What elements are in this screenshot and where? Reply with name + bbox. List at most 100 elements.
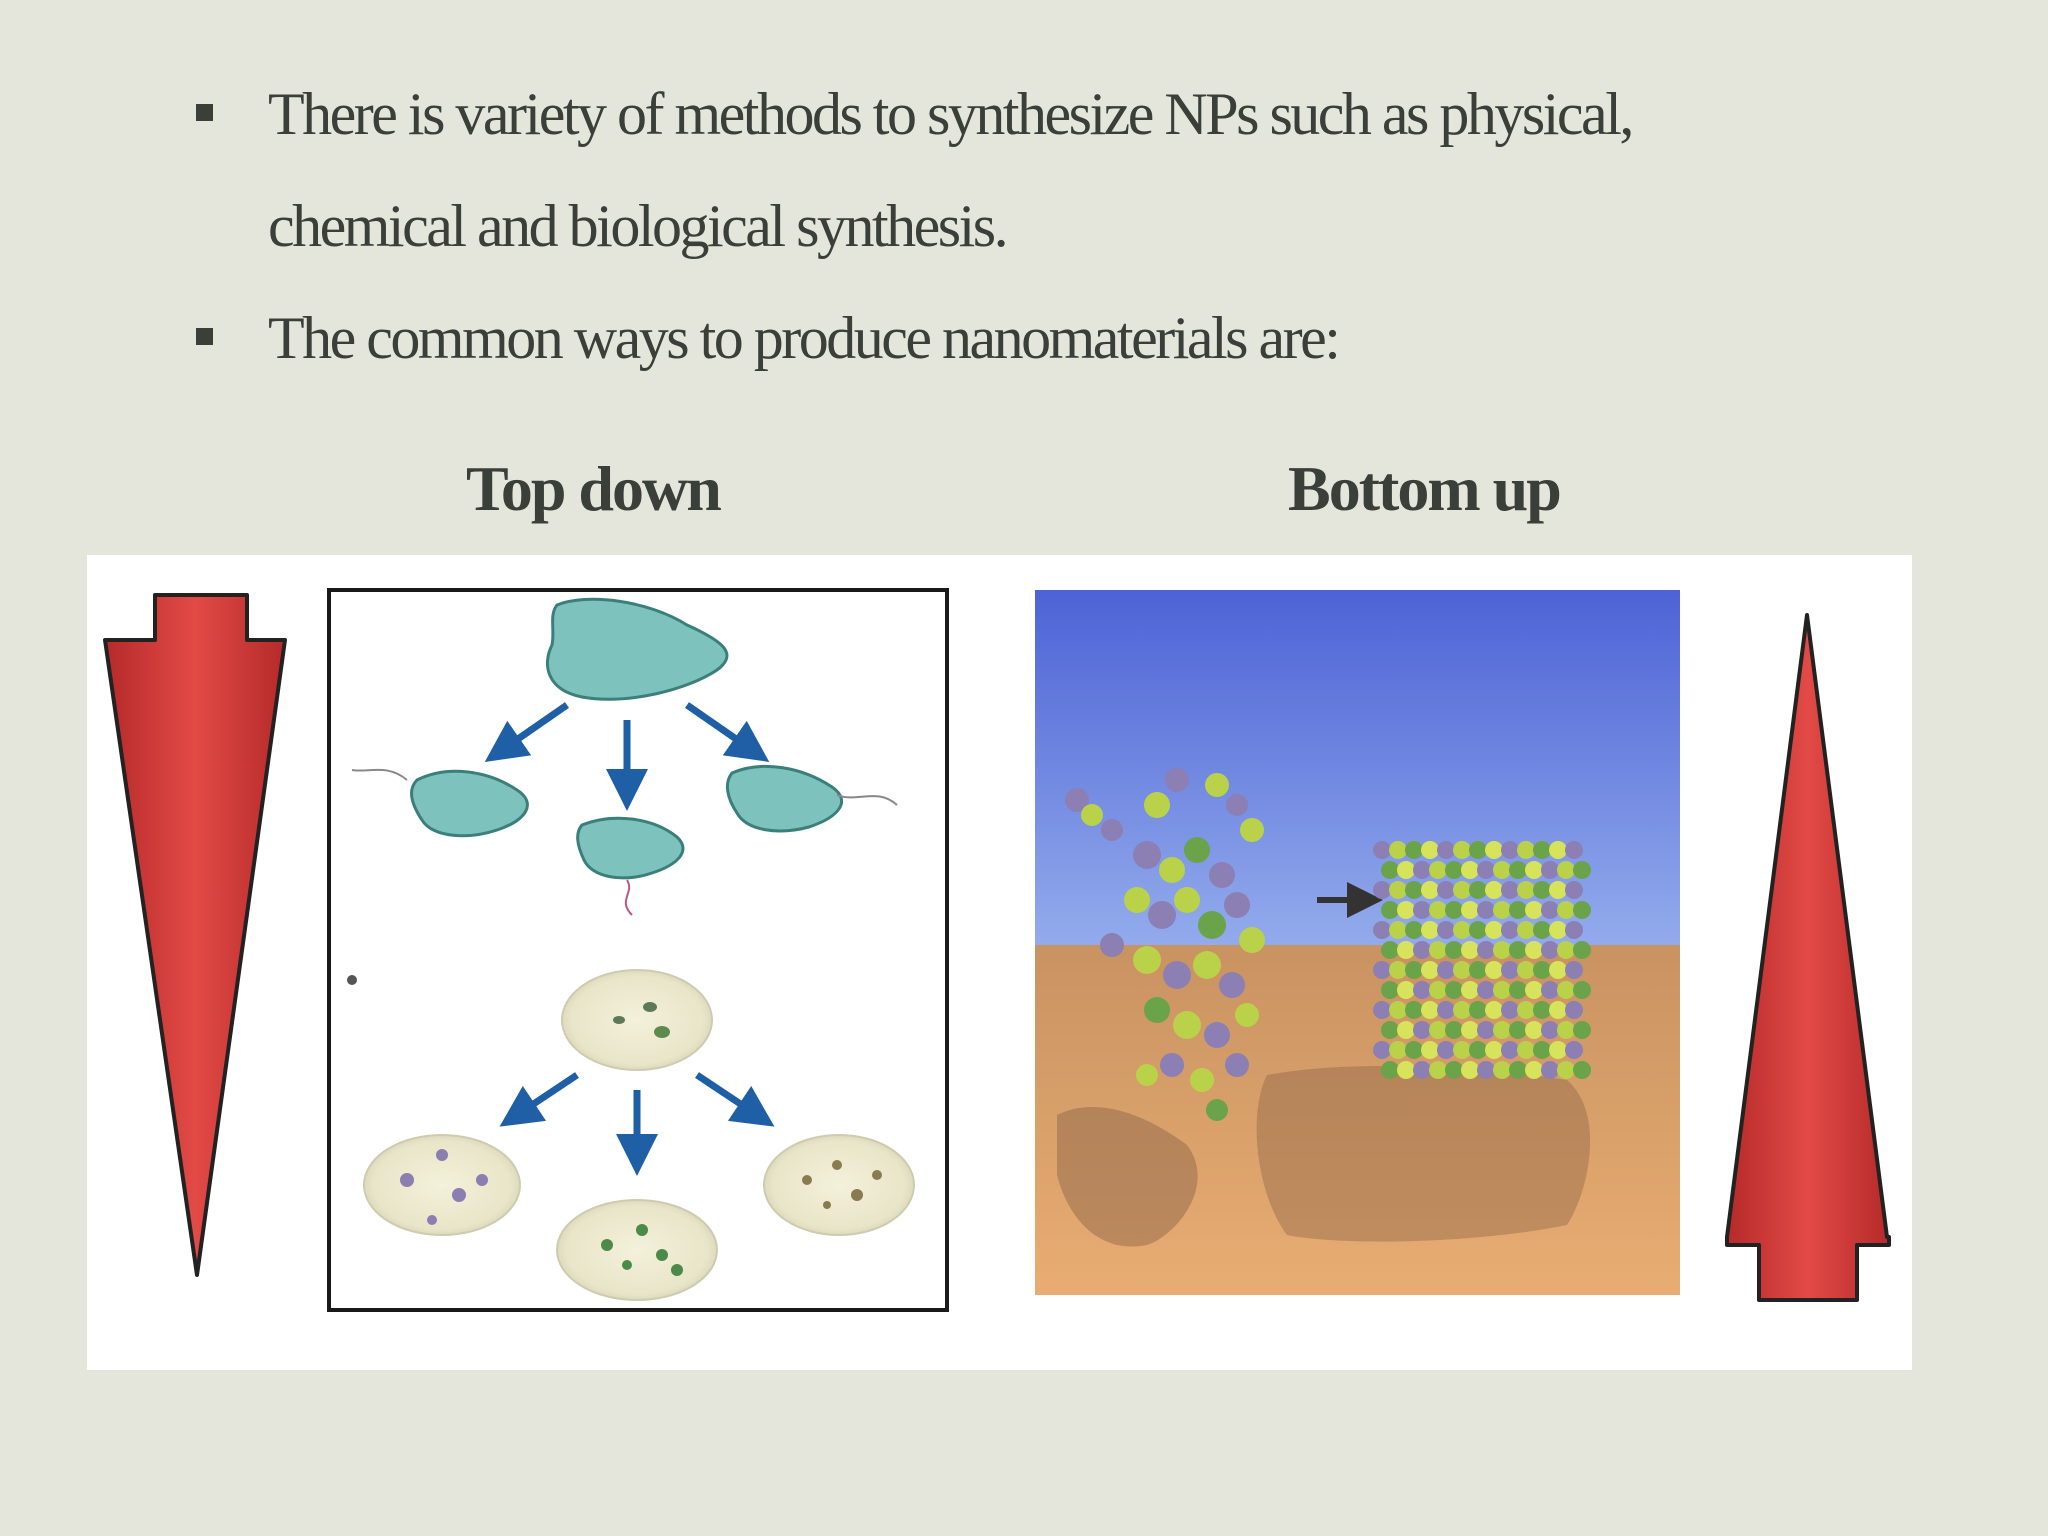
atom-particle [1485, 921, 1503, 939]
atom-particle [1549, 1001, 1567, 1019]
atom-particle [1517, 961, 1535, 979]
atom-particle [1429, 1021, 1447, 1039]
atom-particle [1573, 901, 1591, 919]
top-down-diagram [327, 588, 949, 1312]
illustration-svg [103, 588, 1891, 1312]
synthesis-illustration [87, 555, 1912, 1370]
atom-particle [1389, 1001, 1407, 1019]
atom-particle [1437, 1041, 1455, 1059]
atom-particle [1461, 1021, 1479, 1039]
atom-particle [1485, 841, 1503, 859]
bullet-item-common-ways: The common ways to produce nanomaterials… [190, 282, 1810, 394]
atom-particle [1445, 1061, 1463, 1079]
atom-particle [1565, 1041, 1583, 1059]
atom-particle [1541, 981, 1559, 999]
atom-particle [1429, 1061, 1447, 1079]
atom-particle [1445, 861, 1463, 879]
bottom-up-heading: Bottom up [1288, 453, 1562, 524]
atom-particle [1533, 1001, 1551, 1019]
atom-particle [1533, 921, 1551, 939]
atom-particle [1381, 1021, 1399, 1039]
atom-particle [1461, 901, 1479, 919]
atom-particle [1469, 921, 1487, 939]
atom-particle [1485, 1001, 1503, 1019]
atom-particle [1381, 1061, 1399, 1079]
atom-particle [1557, 1021, 1575, 1039]
atom-particle [1373, 841, 1391, 859]
atom-particle [1397, 981, 1415, 999]
atom-particle [1445, 941, 1463, 959]
atom-particle [1461, 981, 1479, 999]
atom-particle [1517, 1041, 1535, 1059]
atom-particle [1421, 1001, 1439, 1019]
atom-particle [1517, 881, 1535, 899]
atom-particle [1373, 1001, 1391, 1019]
atom-particle [1541, 861, 1559, 879]
atom-particle [1565, 921, 1583, 939]
atom-particle [1405, 961, 1423, 979]
atom-particle [1525, 981, 1543, 999]
atom-particle [1565, 961, 1583, 979]
atom-particle [1485, 1041, 1503, 1059]
square-bullet-icon [196, 328, 213, 345]
atom-particle [1493, 941, 1511, 959]
atom-particle [1397, 1061, 1415, 1079]
atom-particle [1421, 841, 1439, 859]
atom-particle [1453, 841, 1471, 859]
atom-particle [1525, 1061, 1543, 1079]
atom-particle [1573, 861, 1591, 879]
atom-particle [1397, 901, 1415, 919]
atom-particle [1389, 881, 1407, 899]
atom-particle [1461, 941, 1479, 959]
atom-particle [1493, 1021, 1511, 1039]
atom-particle [1485, 961, 1503, 979]
atom-particle [1445, 1021, 1463, 1039]
up-arrow-icon [1725, 613, 1891, 1302]
atom-particle [1517, 921, 1535, 939]
atom-particle [1509, 861, 1527, 879]
atom-particle [1557, 901, 1575, 919]
atom-particle [1469, 881, 1487, 899]
atom-particle [1453, 881, 1471, 899]
atom-particle [1405, 841, 1423, 859]
atom-particle [1525, 861, 1543, 879]
atom-particle [1501, 1001, 1519, 1019]
atom-particle [1389, 1041, 1407, 1059]
atom-particle [1413, 941, 1431, 959]
atom-particle [1421, 881, 1439, 899]
atom-particle [1453, 921, 1471, 939]
atom-particle [1549, 961, 1567, 979]
atom-particle [1413, 901, 1431, 919]
atom-particle [1477, 1061, 1495, 1079]
atom-particle [1405, 1001, 1423, 1019]
atom-particle [1397, 941, 1415, 959]
atom-particle [1501, 881, 1519, 899]
atom-particle [1413, 1061, 1431, 1079]
atom-particle [1373, 1041, 1391, 1059]
atom-particle [1469, 1041, 1487, 1059]
bullet-line: There is variety of methods to synthesiz… [268, 81, 1634, 147]
atom-particle [1525, 901, 1543, 919]
atom-particle [1541, 1021, 1559, 1039]
atom-particle [1557, 941, 1575, 959]
atom-particle [1509, 941, 1527, 959]
atom-particle [1373, 961, 1391, 979]
atom-particle [1429, 981, 1447, 999]
atom-particle [1381, 901, 1399, 919]
atom-particle [1373, 881, 1391, 899]
atom-particle [1405, 921, 1423, 939]
atom-particle [1501, 1041, 1519, 1059]
atom-particle [1413, 861, 1431, 879]
atom-particle [1533, 961, 1551, 979]
atom-particle [1565, 881, 1583, 899]
atom-particle [1381, 941, 1399, 959]
atom-particle [1541, 901, 1559, 919]
atom-particle [1541, 941, 1559, 959]
atom-particle [1557, 1061, 1575, 1079]
atom-particle [1437, 921, 1455, 939]
atom-particle [1461, 1061, 1479, 1079]
atom-particle [1461, 861, 1479, 879]
atom-particle [1533, 841, 1551, 859]
atom-particle [1405, 881, 1423, 899]
atom-particle [1421, 961, 1439, 979]
